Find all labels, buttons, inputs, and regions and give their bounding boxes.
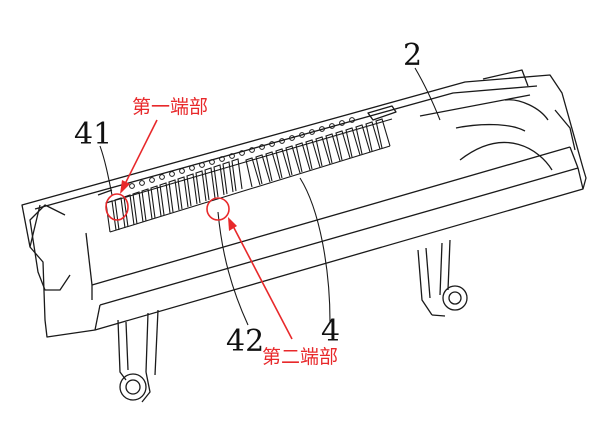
left-leg [117, 309, 159, 403]
second-end-arrow [232, 225, 293, 340]
first-end-circle [105, 193, 129, 221]
second-end-circle [206, 197, 230, 221]
label-41: 41 [74, 117, 112, 152]
label-42: 42 [226, 324, 264, 359]
label-2: 2 [403, 38, 422, 73]
callout-second-end: 第二端部 [262, 346, 338, 368]
callout-markers [105, 119, 293, 340]
vent-slats [105, 118, 393, 233]
callout-arrowheads [120, 180, 237, 231]
label-4: 4 [321, 314, 340, 349]
hole-row [129, 117, 355, 189]
right-leg [417, 239, 468, 317]
callout-first-end: 第一端部 [132, 96, 208, 118]
first-end-arrow [124, 119, 158, 185]
housing-outline [21, 69, 587, 338]
leader-lines [99, 67, 441, 326]
